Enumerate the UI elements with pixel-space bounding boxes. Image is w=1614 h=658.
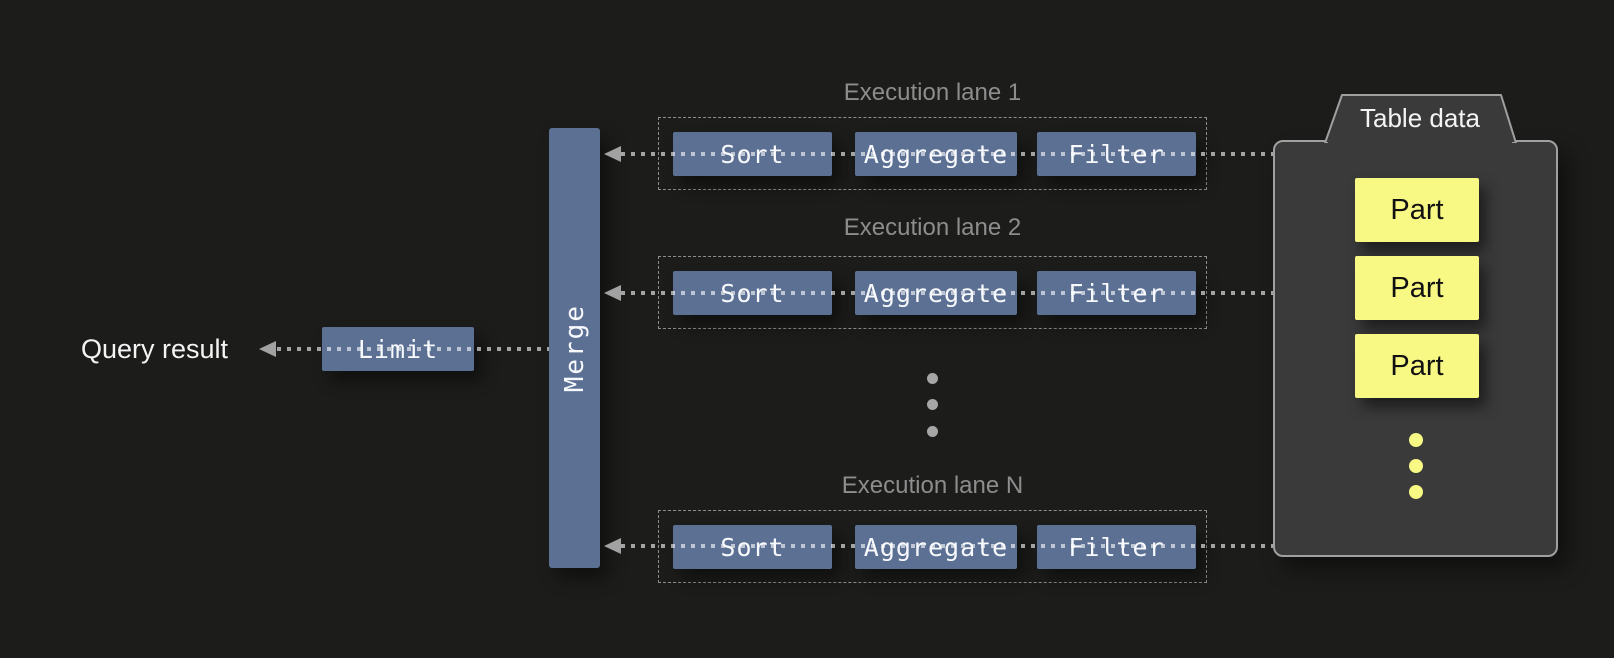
table-part-3: Part	[1355, 334, 1479, 398]
ellipsis-dot	[1409, 459, 1423, 473]
table-data-tab	[1324, 94, 1517, 143]
dotted-connector-lane-2	[621, 291, 1273, 295]
merge-operator-label: Merge	[559, 303, 590, 393]
ellipsis-dot	[927, 373, 938, 384]
arrow-left-icon	[604, 146, 621, 162]
part-label: Part	[1390, 349, 1444, 382]
arrow-left-icon	[604, 538, 621, 554]
execution-lane-1-title: Execution lane 1	[843, 79, 1022, 106]
ellipsis-dot	[1409, 433, 1423, 447]
part-label: Part	[1390, 193, 1444, 226]
query-result-label: Query result	[80, 334, 228, 364]
dotted-connector-lane-1	[621, 152, 1273, 156]
ellipsis-dot	[1409, 485, 1423, 499]
table-data-title: Table data	[1360, 103, 1480, 133]
part-label: Part	[1390, 271, 1444, 304]
execution-lane-2-title: Execution lane 2	[843, 214, 1022, 241]
dotted-connector-lane-n	[621, 544, 1273, 548]
arrow-left-icon	[259, 341, 276, 357]
table-part-2: Part	[1355, 256, 1479, 320]
table-part-1: Part	[1355, 178, 1479, 242]
execution-lane-n-title: Execution lane N	[841, 472, 1024, 499]
arrow-left-icon	[604, 285, 621, 301]
ellipsis-dot	[927, 426, 938, 437]
dotted-connector-limit	[277, 347, 549, 351]
ellipsis-dot	[927, 399, 938, 410]
merge-operator: Merge	[549, 128, 600, 568]
